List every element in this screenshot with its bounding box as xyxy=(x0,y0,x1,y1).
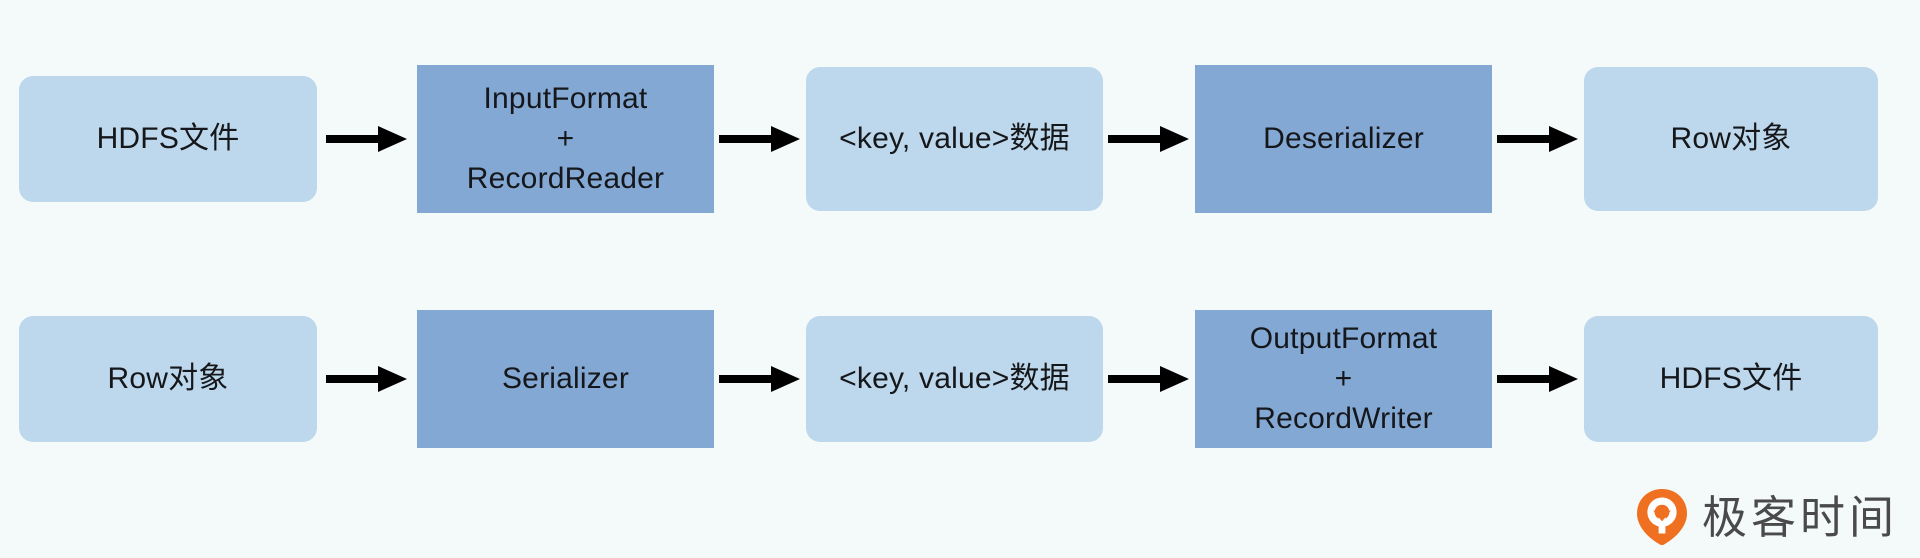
node-deserializer[interactable]: Deserializer xyxy=(1195,65,1492,213)
node-label: Serializer xyxy=(501,361,630,395)
flow-row-write-path: Row对象 Serializer <key, value>数据 OutputFo… xyxy=(0,310,1920,448)
node-label: OutputFormat + RecordWriter xyxy=(1249,321,1438,436)
node-row-object-input[interactable]: Row对象 xyxy=(19,316,317,442)
node-label: Deserializer xyxy=(1263,121,1424,155)
arrow-right-icon xyxy=(317,124,417,154)
node-key-value-data-read[interactable]: <key, value>数据 xyxy=(806,67,1103,211)
arrow-right-icon xyxy=(714,124,806,154)
arrow-right-icon xyxy=(317,364,417,394)
arrow-right-icon xyxy=(1103,124,1195,154)
node-outputformat-recordwriter[interactable]: OutputFormat + RecordWriter xyxy=(1195,310,1492,448)
arrow-right-icon xyxy=(1492,364,1584,394)
node-serializer[interactable]: Serializer xyxy=(417,310,714,448)
node-hdfs-file-input[interactable]: HDFS文件 xyxy=(19,76,317,202)
node-label: <key, value>数据 xyxy=(839,361,1070,395)
brand-name: 极客时间 xyxy=(1701,491,1898,543)
arrow-right-icon xyxy=(1492,124,1584,154)
node-label: <key, value>数据 xyxy=(839,121,1070,155)
flow-row-read-path: HDFS文件 InputFormat + RecordReader <key, … xyxy=(0,58,1920,220)
arrow-right-icon xyxy=(1103,364,1195,394)
arrow-right-icon xyxy=(714,364,806,394)
node-label: Row对象 xyxy=(107,361,229,395)
geektime-pin-icon xyxy=(1636,488,1688,546)
node-label: HDFS文件 xyxy=(96,121,240,155)
node-row-object-output[interactable]: Row对象 xyxy=(1584,67,1878,211)
node-hdfs-file-output[interactable]: HDFS文件 xyxy=(1584,316,1878,442)
node-label: HDFS文件 xyxy=(1659,361,1803,395)
node-label: Row对象 xyxy=(1670,121,1792,155)
node-label: InputFormat + RecordReader xyxy=(466,81,665,196)
node-key-value-data-write[interactable]: <key, value>数据 xyxy=(806,316,1103,442)
node-inputformat-recordreader[interactable]: InputFormat + RecordReader xyxy=(417,65,714,213)
brand-watermark: 极客时间 xyxy=(1636,488,1898,546)
